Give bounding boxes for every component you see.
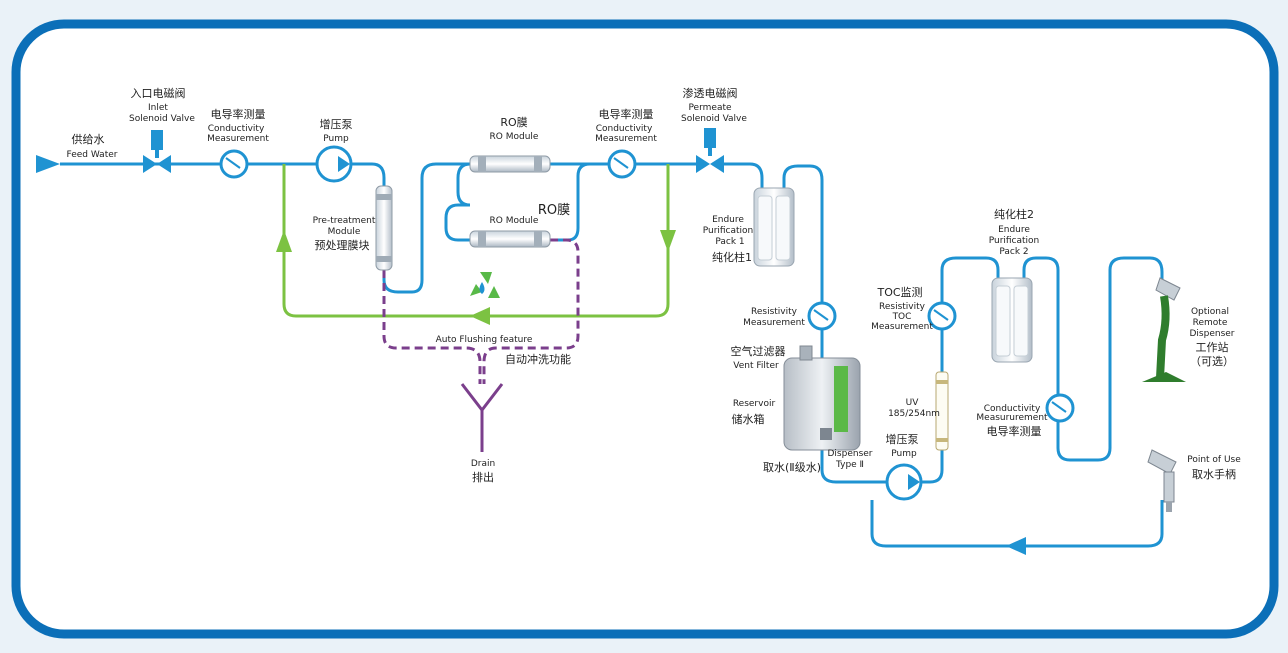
- pou-label-cn: 取水手柄: [1192, 467, 1236, 481]
- flush-arrow-down: [660, 230, 676, 252]
- feed-arrow: [36, 155, 60, 173]
- pump1-label-cn: 增压泵: [320, 117, 353, 131]
- cond1-label-cn: 电导率测量: [211, 107, 266, 121]
- dispenser2-label-cn: 取水(Ⅱ级水): [763, 461, 821, 474]
- cond2-label-en2: Measurement: [595, 134, 657, 144]
- booster-pump-1: [315, 145, 353, 183]
- permeate-label-en2: Solenoid Valve: [681, 114, 747, 124]
- drain-label-cn: 排出: [472, 470, 494, 484]
- vent-filter-label-en: Vent Filter: [733, 361, 779, 371]
- purification-pack-1: [753, 187, 795, 267]
- cond2-label-en1: Conductivity: [596, 124, 653, 134]
- pack1-label-en1: Endure: [712, 215, 744, 225]
- return-arrow: [1006, 537, 1026, 555]
- toc-label-cn: TOC监测: [876, 286, 922, 299]
- ro2-label-en: RO Module: [490, 216, 539, 226]
- permeate-label-cn: 渗透电磁阀: [683, 86, 738, 100]
- remote-label-en3: Dispenser: [1190, 329, 1235, 339]
- pretreat-label-en1: Pre-treatment: [313, 216, 376, 226]
- cond3-label-en2: Measururement: [976, 413, 1048, 423]
- ro2-label-cn: RO膜: [538, 203, 570, 218]
- flush-label-cn: 自动冲洗功能: [505, 352, 571, 366]
- labels: 供给水 Feed Water 入口电磁阀 Inlet Solenoid Valv…: [67, 86, 1242, 484]
- flush-label-en: Auto Flushing feature: [436, 335, 533, 345]
- resistivity-label-en1: Resistivity: [751, 307, 798, 317]
- pretreat-label-cn: 预处理膜块: [315, 239, 370, 252]
- permeate-label-en1: Permeate: [688, 103, 732, 113]
- inlet-valve-label-en2: Solenoid Valve: [129, 114, 195, 124]
- uv-label-en1: UV: [906, 398, 920, 408]
- pump1-label-en: Pump: [323, 134, 349, 144]
- cond3-label-en1: Conductivity: [984, 404, 1041, 414]
- pump2-label-en: Pump: [891, 449, 917, 459]
- remote-label-cn1: 工作站: [1196, 340, 1229, 354]
- pack2-label-en3: Pack 2: [999, 247, 1028, 257]
- reservoir-tank: [783, 345, 861, 451]
- conductivity-gauge-3: [1045, 393, 1075, 423]
- resistivity-label-en2: Measurement: [743, 318, 805, 328]
- toc-label-en2: TOC: [892, 312, 912, 322]
- cond1-label-en1: Conductivity: [208, 124, 265, 134]
- vent-filter-label-cn: 空气过滤器: [731, 344, 786, 358]
- feed-water-label-en: Feed Water: [67, 150, 118, 160]
- inlet-valve-label-cn: 入口电磁阀: [131, 86, 186, 100]
- pack2-label-en1: Endure: [998, 225, 1030, 235]
- toc-gauge: [927, 301, 957, 331]
- pou-label-en: Point of Use: [1187, 455, 1241, 465]
- ro-module-2: [469, 230, 551, 248]
- ro1-label-en: RO Module: [490, 132, 539, 142]
- ro-module-1: [469, 155, 551, 173]
- cond2-label-cn: 电导率测量: [599, 107, 654, 121]
- ro1-label-cn: RO膜: [500, 116, 527, 129]
- uv-lamp: [935, 371, 949, 451]
- drain-label-en: Drain: [471, 459, 495, 469]
- recycle-icon: [464, 270, 500, 306]
- pack1-label-cn: 纯化柱1: [712, 250, 752, 264]
- cond1-label-en2: Measurement: [207, 134, 269, 144]
- remote-label-cn2: （可选）: [1190, 355, 1234, 368]
- point-of-use-dispenser: [1147, 449, 1177, 512]
- flush-arrow-left: [470, 307, 490, 325]
- pack2-label-en2: Purification: [989, 236, 1040, 246]
- permeate-valve: [696, 128, 724, 173]
- dispenser2-label-en2: Type Ⅱ: [835, 460, 864, 470]
- dispenser2-label-en1: Dispenser: [828, 449, 873, 459]
- pack1-label-en2: Purification: [703, 226, 754, 236]
- pump2-label-cn: 增压泵: [886, 432, 919, 446]
- cond3-label-cn: 电导率测量: [987, 424, 1042, 438]
- conductivity-gauge-2: [607, 149, 637, 179]
- feed-water-label-cn: 供给水: [72, 132, 105, 146]
- remote-label-en2: Remote: [1193, 318, 1228, 328]
- toc-label-en1: Resistivity: [879, 302, 926, 312]
- purification-pack-2: [991, 277, 1033, 363]
- flush-arrow-up: [276, 230, 292, 252]
- booster-pump-2: [885, 463, 923, 501]
- drain-lines: [382, 238, 580, 384]
- pretreatment-module: [375, 185, 393, 271]
- pretreat-label-en2: Module: [328, 227, 361, 237]
- conductivity-gauge-1: [219, 149, 249, 179]
- pack2-label-cn: 纯化柱2: [994, 207, 1034, 221]
- uv-label-en2: 185/254nm: [888, 409, 940, 419]
- pack1-label-en3: Pack 1: [715, 237, 744, 247]
- water-pipes: [60, 162, 1164, 548]
- drain-funnel: [460, 383, 504, 452]
- remote-label-en1: Optional: [1191, 307, 1229, 317]
- reservoir-label-en: Reservoir: [733, 399, 776, 409]
- remote-dispenser: [1142, 277, 1186, 382]
- resistivity-gauge: [807, 301, 837, 331]
- toc-label-en3: Measurement: [871, 322, 933, 332]
- inlet-valve: [143, 130, 171, 173]
- inlet-valve-label-en1: Inlet: [148, 103, 168, 113]
- reservoir-label-cn: 储水箱: [732, 412, 765, 426]
